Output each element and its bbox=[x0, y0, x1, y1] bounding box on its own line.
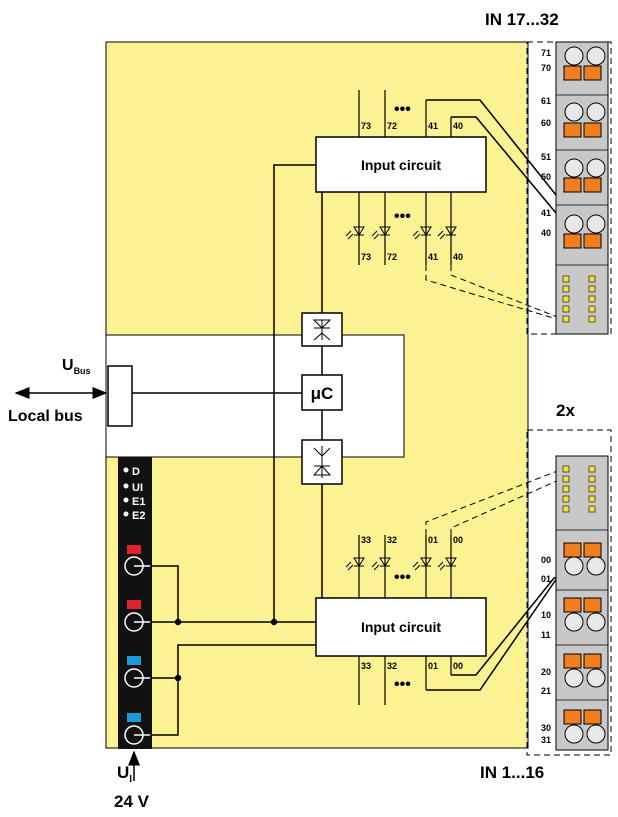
connector-red-1 bbox=[127, 545, 141, 554]
bottom-pin-lower-32: 32 bbox=[387, 661, 397, 671]
top-terminal-wiring bbox=[425, 99, 581, 323]
bottom-terminal-label-00: 00 bbox=[541, 555, 551, 565]
top-terminal-label-50: 50 bbox=[541, 172, 551, 182]
input-circuit-top-box bbox=[315, 136, 487, 193]
bottom-status-led-icons bbox=[345, 557, 457, 571]
status-leds: D UI E1 E2 bbox=[123, 466, 145, 522]
connector-red-2 bbox=[127, 600, 141, 609]
bottom-terminal-label-31: 31 bbox=[541, 735, 551, 745]
top-status-led-icons bbox=[345, 226, 457, 240]
top-terminal-block bbox=[526, 41, 612, 335]
bottom-group-label: IN 1...16 bbox=[480, 763, 544, 782]
led-label-e2: E2 bbox=[132, 510, 145, 522]
bottom-pin-upper-32: 32 bbox=[387, 535, 397, 545]
input-circuit-bottom-label: Input circuit bbox=[361, 619, 441, 635]
bottom-pin-upper-01: 01 bbox=[428, 535, 438, 545]
top-dots-upper: ••• bbox=[394, 101, 411, 118]
input-circuit-top-label: Input circuit bbox=[361, 157, 441, 173]
top-dots-lower: ••• bbox=[394, 208, 411, 225]
bottom-terminal-label-01: 01 bbox=[541, 574, 551, 584]
multiplier-label: 2x bbox=[556, 401, 575, 420]
bottom-terminal-label-21: 21 bbox=[541, 686, 551, 696]
top-terminal-label-51: 51 bbox=[541, 152, 551, 162]
top-terminal-label-40: 40 bbox=[541, 228, 551, 238]
bus-symbol: UBus bbox=[62, 357, 91, 376]
led-label-d: D bbox=[132, 466, 140, 478]
bus-interface-area bbox=[105, 334, 405, 458]
bottom-pin-lower-00: 00 bbox=[453, 661, 463, 671]
optocoupler-bottom bbox=[301, 439, 343, 485]
top-pin-lower-41: 41 bbox=[428, 252, 438, 262]
top-pin-upper-41: 41 bbox=[428, 121, 438, 131]
bottom-pin-upper-33: 33 bbox=[361, 535, 371, 545]
top-terminal-label-71: 71 bbox=[541, 48, 551, 58]
top-pin-upper-72: 72 bbox=[387, 121, 397, 131]
top-pin-upper-40: 40 bbox=[453, 121, 463, 131]
top-terminal-label-70: 70 bbox=[541, 63, 551, 73]
supply-symbol: UI bbox=[117, 763, 132, 785]
bottom-terminal-label-10: 10 bbox=[541, 610, 551, 620]
top-pin-lower-73: 73 bbox=[361, 252, 371, 262]
optocoupler-top bbox=[301, 312, 343, 347]
bottom-dots-lower: ••• bbox=[394, 676, 411, 693]
input-circuit-bottom-box bbox=[315, 597, 487, 657]
top-pin-lower-72: 72 bbox=[387, 252, 397, 262]
local-bus bbox=[14, 365, 302, 427]
top-pin-lower-40: 40 bbox=[453, 252, 463, 262]
connector-blue-1 bbox=[127, 656, 141, 665]
bottom-dots-upper: ••• bbox=[394, 569, 411, 586]
bottom-terminal-label-11: 11 bbox=[541, 630, 551, 640]
top-circuit-lines bbox=[358, 90, 452, 265]
led-label-e1: E1 bbox=[132, 496, 145, 508]
top-terminal-label-61: 61 bbox=[541, 96, 551, 106]
bottom-terminal-block bbox=[526, 429, 612, 756]
supply-voltage: 24 V bbox=[114, 792, 150, 811]
bottom-pin-lower-01: 01 bbox=[428, 661, 438, 671]
supply-connectors bbox=[124, 545, 150, 745]
bottom-terminal-label-20: 20 bbox=[541, 667, 551, 677]
bottom-pin-lower-33: 33 bbox=[361, 661, 371, 671]
led-label-ui: UI bbox=[132, 482, 143, 494]
top-terminal-label-60: 60 bbox=[541, 118, 551, 128]
local-bus-label: Local bus bbox=[8, 408, 83, 425]
top-group-label: IN 17...32 bbox=[485, 10, 559, 29]
top-pin-upper-73: 73 bbox=[361, 121, 371, 131]
microcontroller-label: μC bbox=[311, 384, 334, 403]
connector-blue-2 bbox=[127, 713, 141, 722]
top-terminal-label-41: 41 bbox=[541, 208, 551, 218]
bottom-terminal-label-30: 30 bbox=[541, 723, 551, 733]
internal-power-lines bbox=[273, 164, 323, 622]
bottom-pin-upper-00: 00 bbox=[453, 535, 463, 545]
